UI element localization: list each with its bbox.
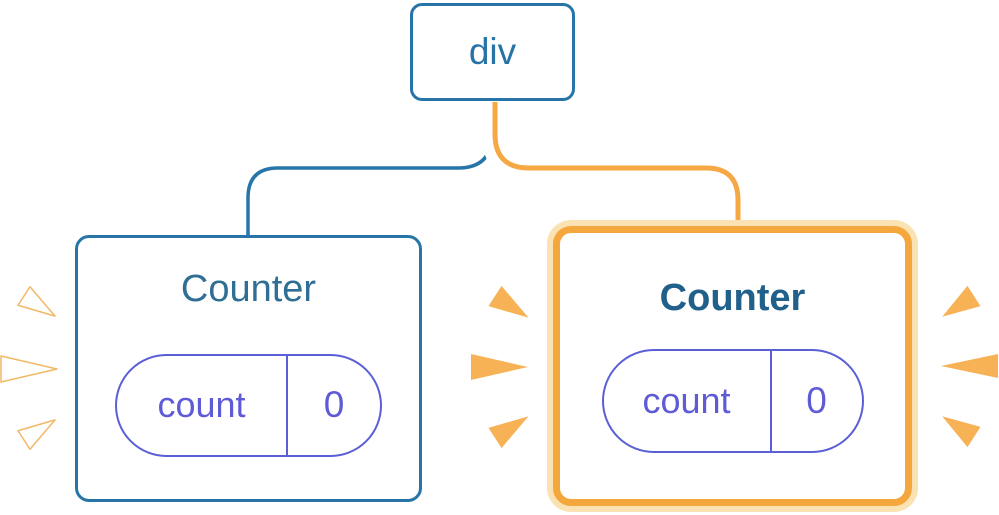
burst-wedge-icon bbox=[17, 419, 56, 450]
state-pill: count 0 bbox=[601, 348, 864, 453]
state-pill: count 0 bbox=[115, 353, 382, 457]
root-node-label: div bbox=[468, 31, 517, 72]
burst-wedge-icon bbox=[941, 354, 998, 378]
edge-to-right-counter-casing bbox=[481, 102, 752, 228]
counter-node-left: Counter count 0 bbox=[75, 235, 422, 502]
burst-wedge-icon bbox=[942, 285, 981, 317]
burst-left-counter bbox=[0, 286, 58, 450]
burst-right-counter-right bbox=[941, 285, 998, 448]
burst-wedge-icon bbox=[488, 285, 529, 318]
root-node-div: div bbox=[410, 3, 575, 101]
burst-wedge-icon bbox=[17, 286, 56, 317]
state-key: count bbox=[642, 379, 731, 421]
burst-wedge-icon bbox=[471, 354, 528, 380]
burst-wedge-icon bbox=[0, 355, 58, 383]
counter-title: Counter bbox=[180, 268, 317, 310]
burst-wedge-icon bbox=[942, 416, 981, 448]
counter-title: Counter bbox=[659, 277, 806, 319]
edge-to-right-counter bbox=[492, 102, 741, 228]
edge-to-left-counter bbox=[246, 102, 494, 238]
counter-node-right-highlighted: Counter count 0 bbox=[553, 226, 912, 506]
burst-right-counter-left bbox=[471, 285, 529, 449]
burst-wedge-icon bbox=[488, 416, 529, 449]
state-value: 0 bbox=[286, 355, 380, 455]
state-value: 0 bbox=[769, 350, 862, 451]
state-key: count bbox=[157, 384, 246, 426]
